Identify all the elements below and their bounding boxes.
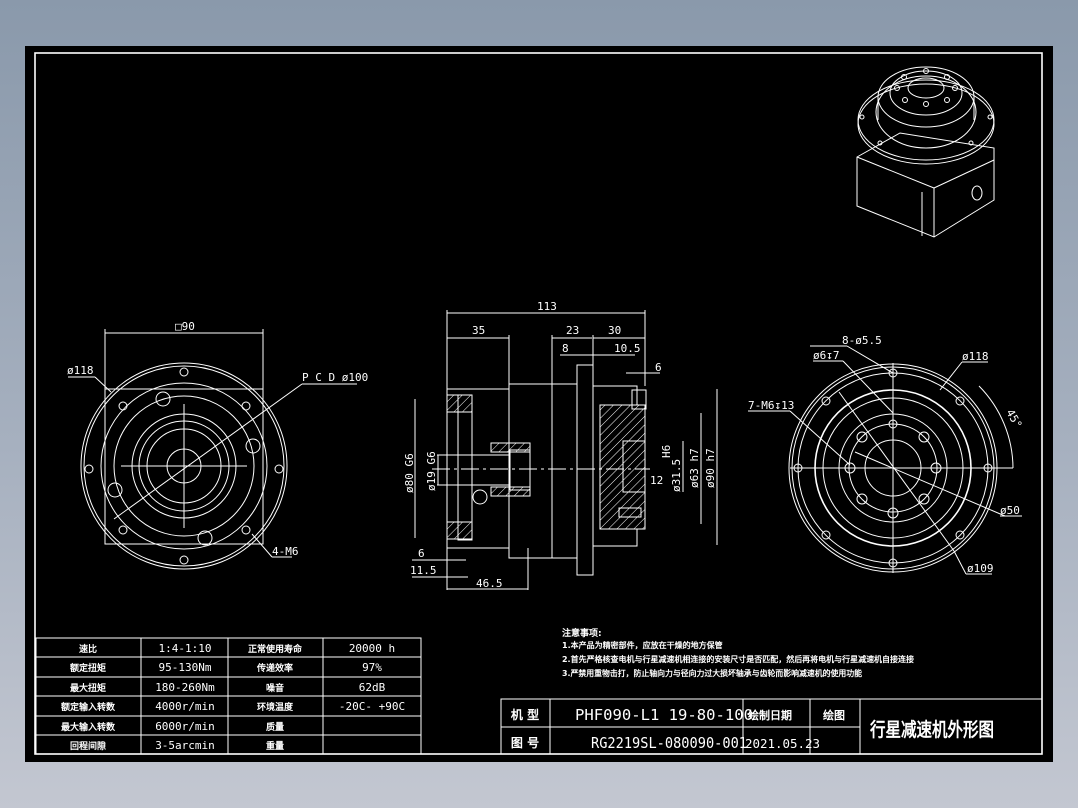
dim-angle-45: 45° xyxy=(1003,407,1024,431)
dim-dia-109: ø109 xyxy=(967,562,994,575)
dim-dia-118-right: ø118 xyxy=(962,350,989,363)
dim-4-m6: 4-M6 xyxy=(272,545,299,558)
spec-row: 额定扭矩 95-130Nm 传递效率 97% xyxy=(70,661,382,674)
notes-heading: 注意事项: xyxy=(562,627,602,639)
model-value: PHF090-L1 19-80-100 xyxy=(575,706,753,724)
spec-value: 20000 h xyxy=(349,642,395,655)
spec-row: 速比 1:4-1:10 正常使用寿命 20000 h xyxy=(79,642,395,655)
dim-8: 8 xyxy=(562,342,569,355)
spec-label: 质量 xyxy=(266,721,284,733)
spec-label: 噪音 xyxy=(266,682,284,694)
dim-35: 35 xyxy=(472,324,485,337)
cad-drawing-canvas: □90 ø118 P C D ø100 4-M6 xyxy=(34,52,1043,755)
spec-label: 回程间隙 xyxy=(70,740,106,752)
spec-value: -20C- +90C xyxy=(339,700,405,713)
spec-label: 最大扭矩 xyxy=(70,682,106,694)
spec-label: 传递效率 xyxy=(256,662,293,674)
spec-value: 180-260Nm xyxy=(155,681,215,694)
spec-label: 重量 xyxy=(266,740,284,752)
dim-dia-19-g6: ø19 G6 xyxy=(425,451,438,491)
spec-value: 6000r/min xyxy=(155,720,215,733)
drawing-no-value: RG2219SL-080090-001 xyxy=(591,734,747,752)
dim-pin-6: ø6↧7 xyxy=(813,349,840,362)
spec-label: 正常使用寿命 xyxy=(248,643,303,655)
spec-value: 1:4-1:10 xyxy=(159,642,212,655)
spec-row: 最大扭矩 180-260Nm 噪音 62dB xyxy=(70,681,386,694)
spec-row: 最大输入转数 6000r/min 质量 xyxy=(61,720,284,733)
dim-dia-63-h7: ø63 h7 xyxy=(688,448,701,488)
dim-dia-90-h7: ø90 h7 xyxy=(704,448,717,488)
spec-label: 速比 xyxy=(79,643,97,655)
dim-23: 23 xyxy=(566,324,579,337)
drawing-sheet: □90 ø118 P C D ø100 4-M6 xyxy=(25,46,1053,762)
dim-dia-118-left: ø118 xyxy=(67,364,94,377)
spec-label: 额定输入转数 xyxy=(61,701,116,713)
note-1: 1.本产品为精密部件，应放在干燥的地方保管 xyxy=(562,640,723,650)
dim-113: 113 xyxy=(537,300,557,313)
output-flange-view: 8-ø5.5 ø6↧7 7-M6↧13 ø118 45° ø50 ø109 xyxy=(748,334,1025,575)
dim-dia-80-g6: ø80 G6 xyxy=(403,453,416,493)
dim-8-holes: 8-ø5.5 xyxy=(842,334,882,347)
spec-row: 回程间隙 3-5arcmin 重量 xyxy=(70,739,284,752)
isometric-view xyxy=(856,66,995,238)
spec-table: 速比 1:4-1:10 正常使用寿命 20000 h 额定扭矩 95-130Nm… xyxy=(35,637,422,755)
spec-value: 4000r/min xyxy=(155,700,215,713)
dim-11-5: 11.5 xyxy=(410,564,437,577)
note-3: 3.严禁用重物击打，防止轴向力与径向力过大损坏轴承与齿轮而影响减速机的使用功能 xyxy=(562,668,862,678)
drawing-no-label: 图 号 xyxy=(511,735,539,750)
drawing-title: 行星减速机外形图 xyxy=(869,718,994,741)
input-flange-view: □90 ø118 P C D ø100 4-M6 xyxy=(67,320,368,570)
dim-7-m6: 7-M6↧13 xyxy=(748,399,794,412)
spec-label: 最大输入转数 xyxy=(61,721,116,733)
dim-dia-50: ø50 xyxy=(1000,504,1020,517)
spec-label: 额定扭矩 xyxy=(70,662,106,674)
dim-h6: H6 xyxy=(660,445,673,458)
spec-row: 额定输入转数 4000r/min 环境温度 -20C- +90C xyxy=(61,700,405,713)
dim-6-bottom: 6 xyxy=(418,547,425,560)
dim-30: 30 xyxy=(608,324,621,337)
model-label: 机 型 xyxy=(511,707,539,722)
side-section-view: 113 35 23 30 8 10.5 6 ø80 G6 ø19 G6 H6 1… xyxy=(403,300,718,590)
date-value: 2021.05.23 xyxy=(745,737,820,751)
note-2: 2.首先严格核查电机与行星减速机相连接的安装尺寸是否匹配，然后再将电机与行星减速… xyxy=(562,654,914,664)
dim-12: 12 xyxy=(650,474,663,487)
dim-46-5: 46.5 xyxy=(476,577,503,590)
notes-block: 注意事项: 1.本产品为精密部件，应放在干燥的地方保管 2.首先严格核查电机与行… xyxy=(562,627,914,678)
spec-label: 环境温度 xyxy=(257,701,294,713)
dim-dia-31-5: ø31.5 xyxy=(670,459,683,492)
title-block: 机 型 PHF090-L1 19-80-100 图 号 RG2219SL-080… xyxy=(500,698,1043,755)
spec-value: 97% xyxy=(362,661,382,674)
spec-value: 95-130Nm xyxy=(159,661,212,674)
dim-10-5: 10.5 xyxy=(614,342,641,355)
dim-square-90: □90 xyxy=(175,320,195,333)
drawn-label: 绘图 xyxy=(823,708,845,722)
date-label: 绘制日期 xyxy=(748,708,792,722)
spec-value: 3-5arcmin xyxy=(155,739,215,752)
dim-pcd-100: P C D ø100 xyxy=(302,371,368,384)
dim-6-top: 6 xyxy=(655,361,662,374)
spec-value: 62dB xyxy=(359,681,386,694)
